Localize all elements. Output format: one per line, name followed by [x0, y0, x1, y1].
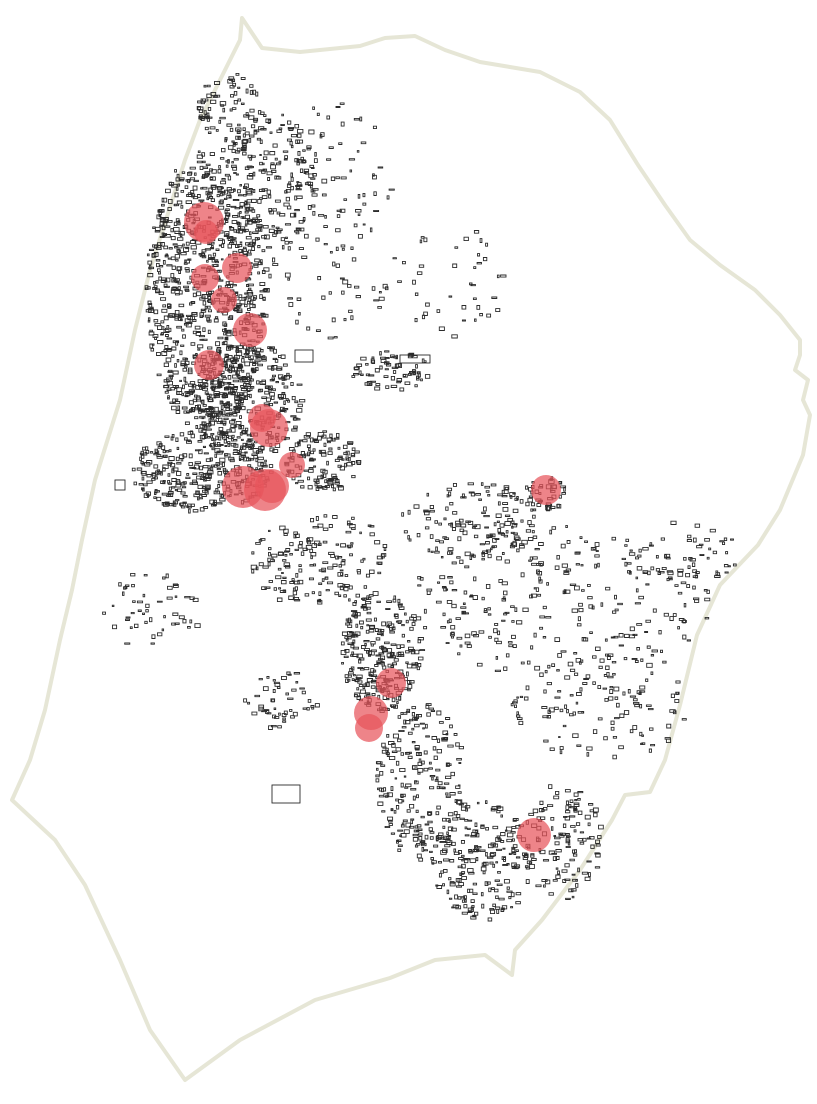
hotspot-6[interactable]	[194, 350, 224, 380]
hotspot-18[interactable]	[248, 404, 276, 432]
hotspot-15[interactable]	[355, 714, 383, 742]
district-boundary	[10, 16, 812, 1082]
hotspot-16[interactable]	[517, 818, 551, 852]
hotspot-5[interactable]	[233, 313, 267, 347]
building-large-4	[114, 479, 126, 491]
building-large-1	[271, 784, 301, 804]
building-large-3	[294, 349, 314, 363]
hotspot-4[interactable]	[211, 287, 237, 313]
buildings-layer	[102, 72, 737, 922]
hotspot-11[interactable]	[255, 469, 289, 503]
building-large-2	[399, 354, 431, 364]
hotspot-8[interactable]	[279, 452, 305, 478]
hotspot-12[interactable]	[531, 475, 561, 505]
hotspot-17[interactable]	[194, 220, 218, 244]
hotspot-2[interactable]	[191, 264, 219, 292]
hotspots-layer	[184, 202, 561, 852]
hotspot-13[interactable]	[376, 668, 406, 698]
building-footprints	[102, 72, 737, 922]
hotspot-3[interactable]	[222, 253, 252, 283]
